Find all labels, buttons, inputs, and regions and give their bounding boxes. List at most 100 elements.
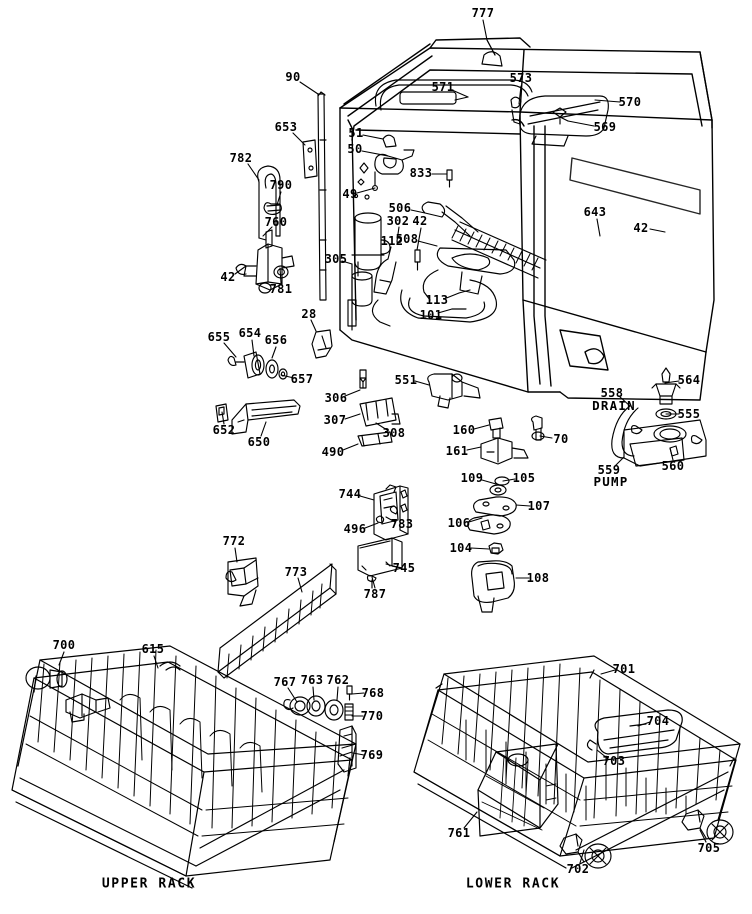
leader-line-564 (664, 380, 680, 384)
leader-line-50 (361, 150, 389, 157)
leader-line-106 (468, 517, 483, 523)
callout-number-777: 777 (471, 6, 495, 20)
bracket-28 (311, 329, 333, 359)
leader-line-508 (417, 240, 438, 247)
callout-number-308: 308 (382, 426, 406, 440)
leader-line-109 (481, 479, 497, 485)
leader-line-558 (619, 396, 631, 407)
leader-line-656 (271, 346, 277, 359)
misc-hardware-left (357, 369, 401, 447)
leader-line-777 (482, 19, 496, 56)
callout-number-559: 559 (597, 463, 621, 477)
callout-number-762: 762 (326, 673, 350, 687)
callout-number-508: 508 (395, 232, 419, 246)
callout-number-656: 656 (264, 333, 288, 347)
callout-number-108: 108 (526, 571, 550, 585)
callout-number-569: 569 (593, 120, 617, 134)
leader-line-657 (280, 374, 295, 379)
leader-line-90 (299, 81, 319, 95)
leader-line-761 (463, 811, 478, 829)
leader-line-763 (312, 686, 315, 701)
leader-line-700 (58, 651, 65, 666)
callout-number-763: 763 (300, 673, 324, 687)
leader-line-570 (594, 99, 621, 103)
callout-number-42: 42 (220, 270, 236, 284)
callout-number-160: 160 (452, 423, 476, 437)
callout-number-51: 51 (348, 126, 364, 140)
leader-line-496 (364, 522, 379, 529)
callout-number-49: 49 (342, 187, 358, 201)
leader-line-762 (336, 686, 339, 701)
callout-number-109: 109 (460, 471, 484, 485)
float-assembly (467, 476, 517, 613)
leader-line-571 (451, 89, 469, 98)
callout-number-564: 564 (677, 373, 701, 387)
leader-line-615 (153, 655, 159, 669)
callout-number-107: 107 (527, 499, 551, 513)
callout-number-302: 302 (386, 214, 410, 228)
leader-line-783 (385, 516, 396, 523)
leader-line-772 (234, 547, 238, 563)
callout-number-112: 112 (380, 234, 404, 248)
leader-line-306 (344, 389, 361, 397)
leader-line-551 (414, 380, 430, 386)
leader-line-767 (287, 687, 298, 703)
callout-number-783: 783 (390, 517, 414, 531)
lower-rack-wheels (559, 809, 734, 869)
callout-number-782: 782 (229, 151, 253, 165)
leader-line-113 (443, 292, 460, 300)
leader-line-643 (596, 218, 601, 237)
callout-number-701: 701 (612, 662, 636, 676)
callout-number-104: 104 (449, 541, 473, 555)
callout-number-703: 703 (602, 754, 626, 768)
leader-line-506 (410, 209, 426, 214)
leader-line-653 (292, 132, 306, 146)
callout-number-705: 705 (697, 841, 721, 855)
leader-line-781 (279, 267, 282, 284)
callout-number-496: 496 (343, 522, 367, 536)
rack-wheels-700 (25, 666, 111, 723)
callout-leaders (58, 19, 707, 864)
leader-line-768 (351, 692, 365, 695)
leader-line-569 (567, 120, 595, 127)
leader-line-782 (247, 163, 260, 181)
leader-line-760 (262, 226, 273, 237)
fill-valve-assembly (235, 165, 295, 294)
callout-number-615: 615 (141, 642, 165, 656)
tine-strip-773 (217, 563, 337, 679)
leader-line-560 (669, 447, 674, 461)
callout-number-573: 573 (509, 71, 533, 85)
latch-hardware (283, 685, 357, 773)
leader-line-654 (251, 339, 255, 357)
leader-line-650 (260, 421, 267, 437)
leader-line-101 (437, 308, 453, 314)
lower-rack-caption: LOWER RACK (465, 876, 561, 892)
upper-rack (11, 645, 357, 889)
callout-number-654: 654 (238, 326, 262, 340)
leader-line-573 (518, 85, 522, 105)
callout-number-704: 704 (646, 714, 670, 728)
callout-number-490: 490 (321, 445, 345, 459)
clip-772 (225, 557, 259, 607)
leader-line-745 (385, 563, 398, 568)
callout-number-769: 769 (360, 748, 384, 762)
leader-line-702 (579, 849, 585, 864)
roller-set (227, 351, 288, 380)
leader-line-112 (387, 246, 392, 260)
callout-number-50: 50 (347, 142, 363, 156)
leader-line-42 (416, 227, 422, 251)
callout-number-767: 767 (273, 675, 297, 689)
leader-line-773 (297, 577, 303, 593)
callout-number-781: 781 (269, 282, 293, 296)
upper-spray-assembly (374, 39, 609, 147)
callout-number-558: 558 (600, 386, 624, 400)
callout-number-555: 555 (677, 407, 701, 421)
callout-number-571: 571 (431, 80, 455, 94)
drain-caption: DRAIN (592, 397, 636, 413)
callout-number-570: 570 (618, 95, 642, 109)
callout-number-560: 560 (661, 459, 685, 473)
leader-line-51 (362, 134, 384, 140)
leader-line-705 (699, 829, 707, 843)
